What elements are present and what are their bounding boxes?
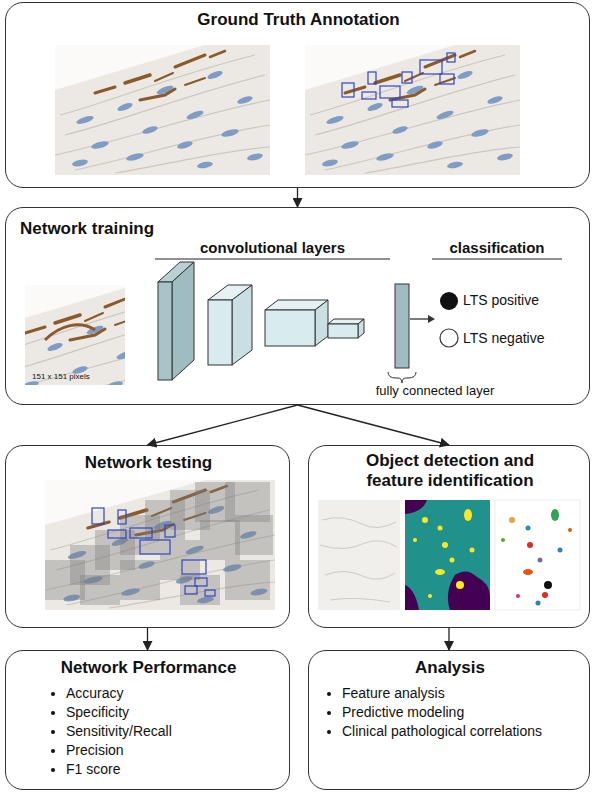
part-label: convolutional layers	[155, 239, 390, 256]
bullet-item: Feature analysis	[342, 684, 597, 703]
flow-arrow	[298, 405, 450, 445]
process-box: Ground Truth Annotation	[5, 2, 590, 188]
box-heading: Ground Truth Annotation	[6, 10, 591, 30]
process-box: AnalysisFeature analysisPredictive model…	[308, 650, 590, 790]
box-heading: Network testing	[6, 453, 291, 473]
bullet-item: F1 score	[66, 760, 301, 779]
box-heading: Object detection and feature identificat…	[350, 451, 550, 491]
box-heading: Analysis	[309, 658, 591, 678]
part-label: fully connected layer	[350, 384, 520, 399]
bullet-item: Specificity	[66, 703, 301, 722]
part-label: 151 x 151 pixels	[32, 372, 122, 381]
flow-arrow	[448, 628, 449, 650]
flow-arrow	[297, 188, 298, 207]
part-label: LTS positive	[463, 292, 583, 308]
bullet-item: Sensitivity/Recall	[66, 722, 301, 741]
box-heading: Network Performance	[6, 658, 291, 678]
bullet-item: Precision	[66, 741, 301, 760]
box-heading: Network training	[20, 219, 320, 239]
bullet-list: Feature analysisPredictive modelingClini…	[324, 684, 597, 741]
bullet-item: Predictive modeling	[342, 703, 597, 722]
part-label: LTS negative	[463, 330, 583, 346]
bullet-item: Clinical pathological correlations	[342, 722, 597, 741]
process-box: Object detection and feature identificat…	[308, 445, 590, 628]
flow-arrow	[148, 405, 298, 445]
bullet-list: AccuracySpecificitySensitivity/RecallPre…	[48, 684, 301, 779]
process-box: Network PerformanceAccuracySpecificitySe…	[5, 650, 290, 790]
part-label: classification	[432, 239, 562, 256]
bullet-item: Accuracy	[66, 684, 301, 703]
process-box: Network testing	[5, 445, 290, 628]
flow-arrow	[147, 628, 148, 650]
